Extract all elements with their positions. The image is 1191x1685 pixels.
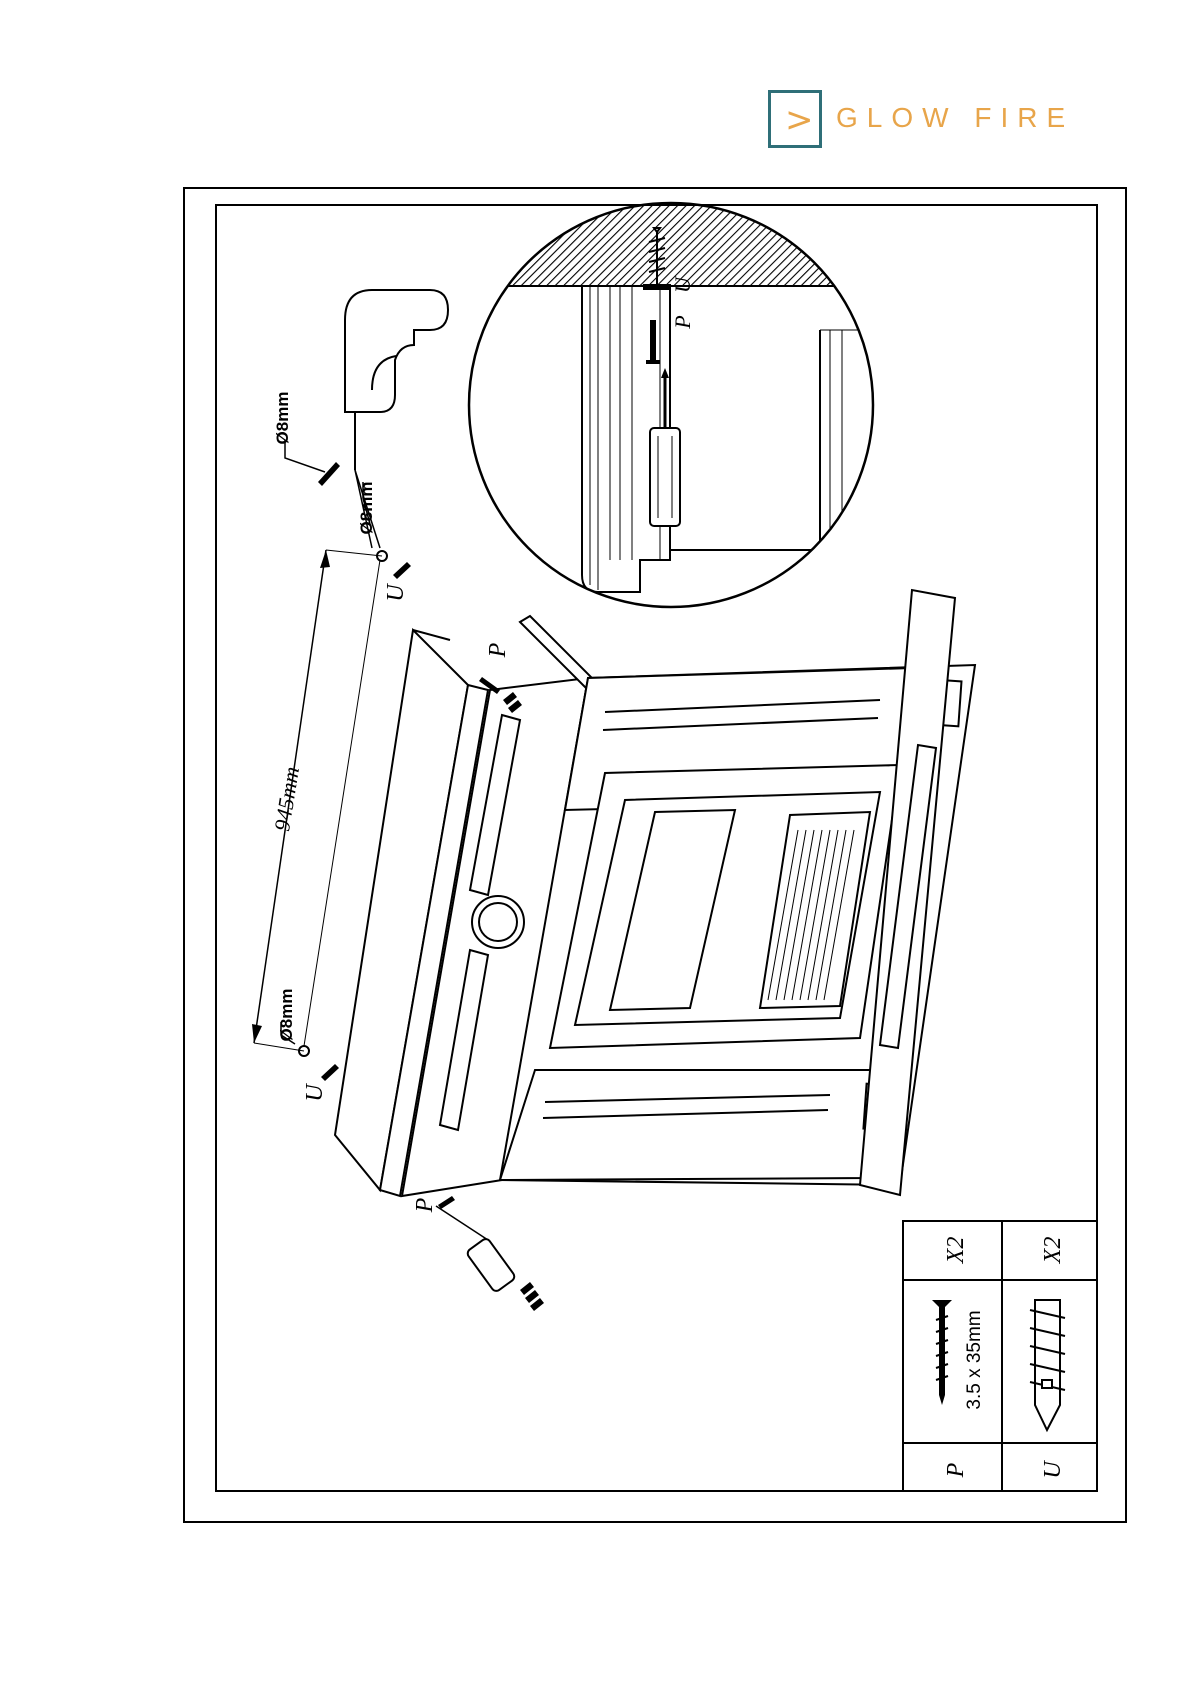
hand-screwdriver-icon xyxy=(466,1237,544,1311)
dimension-label: 945mm xyxy=(269,765,304,833)
drill-bit-diameter: Ø8mm xyxy=(273,392,292,445)
mantel-left-label-p: P xyxy=(412,1197,438,1213)
parts-row-p-qty: X2 xyxy=(943,1237,969,1265)
parts-row-u-letter: U xyxy=(1040,1460,1066,1479)
hole-left-label-u: U xyxy=(302,1083,328,1102)
hole-right: Ø8mm U xyxy=(357,482,411,602)
hole-right-label-u: U xyxy=(383,583,409,602)
screw-p-icon xyxy=(646,320,660,364)
drill-bit-icon: Ø8mm xyxy=(273,392,340,486)
left-leg-face xyxy=(500,1070,880,1180)
wall-hatch xyxy=(460,200,880,286)
parts-row-p-letter: P xyxy=(943,1462,969,1478)
parts-row-p-size: 3.5 x 35mm xyxy=(964,1310,985,1409)
screwdriver-icon xyxy=(650,368,680,526)
mantel-right-label-p: P xyxy=(485,642,511,658)
hole-left-diameter: Ø8mm xyxy=(277,989,296,1042)
rotation-arrows-icon xyxy=(520,1282,544,1311)
fireplace-mantel xyxy=(335,590,975,1196)
mantel-screw-right: P xyxy=(479,642,511,694)
hole-left: Ø8mm U xyxy=(277,989,339,1102)
parts-table: X2 3.5 x 35mm P X2 U xyxy=(903,1221,1097,1491)
detail-label-p: P xyxy=(670,315,695,329)
detail-label-u: U xyxy=(670,275,695,293)
mantel-screw-left: P xyxy=(412,1196,488,1240)
hole-right-diameter: Ø8mm xyxy=(357,482,376,535)
parts-row-u-qty: X2 xyxy=(1040,1237,1066,1265)
detail-circle: P U xyxy=(460,200,880,607)
